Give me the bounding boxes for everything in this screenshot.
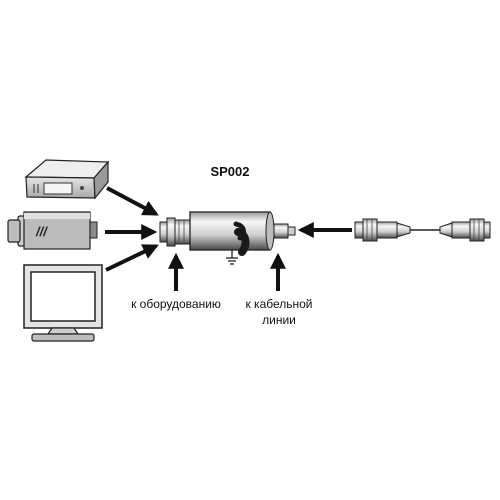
label-to-cable-line-1: к кабельной bbox=[245, 297, 312, 311]
label-to-equipment: к оборудованию bbox=[131, 297, 221, 311]
device-arrows bbox=[105, 186, 159, 272]
arrow-from-monitor bbox=[105, 244, 159, 272]
arrow-from-recorder bbox=[106, 186, 159, 216]
sp002-protector bbox=[159, 211, 296, 265]
coax-cable-bnc-icon bbox=[354, 218, 491, 242]
ground-symbol-icon bbox=[226, 250, 238, 265]
cctv-camera-icon: /// bbox=[7, 211, 98, 250]
crt-monitor-icon bbox=[23, 264, 103, 342]
dvr-recorder-icon bbox=[24, 159, 110, 200]
svg-text:///: /// bbox=[35, 224, 48, 239]
label-to-cable-line-2: линии bbox=[262, 313, 296, 327]
title-sp002: SP002 bbox=[210, 164, 249, 179]
